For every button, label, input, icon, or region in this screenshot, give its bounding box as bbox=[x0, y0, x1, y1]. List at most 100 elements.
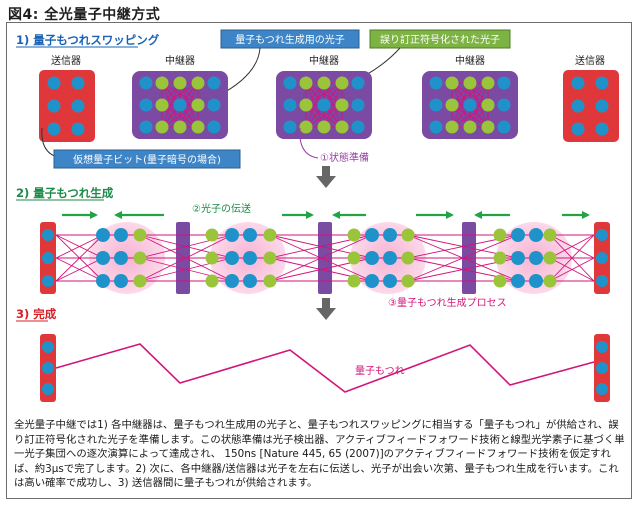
photon bbox=[263, 251, 277, 265]
qubit bbox=[463, 98, 477, 112]
photon bbox=[317, 76, 331, 90]
entanglement-link bbox=[161, 82, 199, 106]
photon-transfer-label: ②光子の伝送 bbox=[192, 202, 251, 215]
qubit bbox=[429, 98, 443, 112]
photon bbox=[191, 76, 205, 90]
qubit bbox=[96, 228, 110, 242]
photon bbox=[401, 274, 415, 288]
photon bbox=[493, 228, 507, 242]
photon bbox=[263, 228, 277, 242]
section-3-heading: 3) 完成 bbox=[16, 307, 57, 321]
arrow-head bbox=[474, 211, 482, 219]
photon bbox=[493, 274, 507, 288]
qubit bbox=[207, 120, 221, 134]
photon bbox=[543, 228, 557, 242]
photon bbox=[463, 76, 477, 90]
repeater-1-box bbox=[132, 71, 228, 139]
qubit bbox=[139, 98, 153, 112]
qubit bbox=[243, 228, 257, 242]
photon bbox=[401, 251, 415, 265]
qubit bbox=[429, 76, 443, 90]
entanglement-link bbox=[55, 234, 104, 259]
arrow-head bbox=[582, 211, 590, 219]
label-repeater-3: 中継器 bbox=[455, 54, 485, 67]
photon bbox=[335, 98, 349, 112]
entanglement-zigzag-line bbox=[55, 343, 595, 393]
arrow-head bbox=[90, 211, 98, 219]
photon bbox=[317, 120, 331, 134]
qubit bbox=[497, 76, 511, 90]
qubit bbox=[114, 251, 128, 265]
qubit bbox=[225, 274, 239, 288]
photon bbox=[493, 251, 507, 265]
qubit bbox=[243, 274, 257, 288]
entanglement-link bbox=[451, 104, 489, 128]
callout-virtual-qubit bbox=[53, 149, 241, 169]
sender-left-qubits bbox=[47, 76, 85, 136]
photon bbox=[133, 274, 147, 288]
qubit bbox=[225, 251, 239, 265]
photon bbox=[347, 274, 361, 288]
final-right-sender bbox=[594, 334, 610, 402]
entanglement-generation-row bbox=[40, 211, 610, 294]
photon bbox=[543, 274, 557, 288]
entanglement-link bbox=[549, 234, 595, 259]
sender-right-qubits bbox=[571, 76, 609, 136]
label-sender-left: 送信器 bbox=[51, 54, 81, 67]
sender-left-box bbox=[39, 70, 95, 142]
photon bbox=[481, 76, 495, 90]
photon bbox=[133, 251, 147, 265]
photon bbox=[445, 98, 459, 112]
qubit bbox=[596, 252, 608, 264]
qubit bbox=[317, 98, 331, 112]
qubit bbox=[497, 120, 511, 134]
qubit bbox=[207, 76, 221, 90]
qubit bbox=[383, 251, 397, 265]
qubit bbox=[365, 251, 379, 265]
label-repeater-1: 中継器 bbox=[165, 54, 195, 67]
qubit bbox=[139, 76, 153, 90]
qubit bbox=[365, 274, 379, 288]
photon bbox=[191, 120, 205, 134]
entanglement-link bbox=[305, 104, 343, 128]
callout-error-corrected-text: 誤り訂正符号化された光子 bbox=[380, 33, 500, 46]
photon bbox=[335, 120, 349, 134]
qubit bbox=[529, 251, 543, 265]
qubit bbox=[42, 229, 54, 241]
state-prep-label: ①状態準備 bbox=[320, 151, 369, 164]
qubit bbox=[283, 98, 297, 112]
photon bbox=[299, 120, 313, 134]
photon bbox=[205, 228, 219, 242]
photon bbox=[445, 76, 459, 90]
qubit bbox=[114, 228, 128, 242]
entanglement-link bbox=[55, 257, 104, 282]
section-1-heading: 1) 量子もつれスワッピング bbox=[16, 33, 160, 47]
qubit bbox=[283, 120, 297, 134]
qubit bbox=[383, 228, 397, 242]
state-prep-pointer bbox=[299, 127, 319, 159]
qubit bbox=[529, 274, 543, 288]
callout-virtual-qubit-text: 仮想量子ビット(量子暗号の場合) bbox=[73, 153, 221, 166]
diagram-canvas: 1) 量子もつれスワッピング 量子もつれ生成用の光子 誤り訂正符号化された光子 … bbox=[16, 29, 619, 402]
qubit bbox=[207, 98, 221, 112]
repeater-2-box bbox=[276, 71, 372, 139]
entangle-process-label: ③量子もつれ生成プロセス bbox=[388, 296, 507, 309]
qubit bbox=[42, 252, 54, 264]
final-left-sender bbox=[40, 334, 56, 402]
figure-title: 図4: 全光量子中継方式 bbox=[8, 7, 161, 23]
down-arrow-2 bbox=[316, 298, 336, 320]
qubit bbox=[283, 76, 297, 90]
qubit bbox=[173, 98, 187, 112]
qubit bbox=[511, 274, 525, 288]
photon bbox=[543, 251, 557, 265]
down-arrow-1 bbox=[316, 166, 336, 188]
callout-error-corrected bbox=[369, 29, 511, 49]
photon bbox=[173, 76, 187, 90]
entanglement-link bbox=[161, 104, 199, 128]
photon bbox=[191, 98, 205, 112]
label-repeater-2: 中継器 bbox=[309, 54, 339, 67]
qubit bbox=[529, 228, 543, 242]
qubit bbox=[351, 120, 365, 134]
qubit bbox=[225, 228, 239, 242]
qubit bbox=[42, 275, 54, 287]
